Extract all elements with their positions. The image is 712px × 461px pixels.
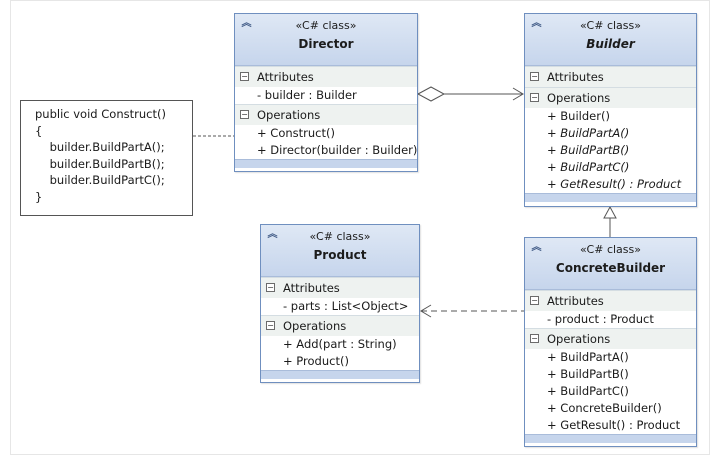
section-label: Operations: [547, 332, 611, 346]
attributes-section-header[interactable]: − Attributes: [235, 66, 417, 87]
product-class[interactable]: ︽ «C# class» Product − Attributes - part…: [260, 224, 420, 383]
abstract-operation-member: + BuildPartB(): [525, 142, 696, 159]
section-label: Attributes: [547, 70, 604, 84]
class-header[interactable]: ︽ «C# class» Builder: [525, 14, 696, 66]
double-chevron-up-icon[interactable]: ︽: [241, 18, 252, 29]
abstract-operation-member: + BuildPartC(): [525, 159, 696, 176]
attribute-member: - parts : List<Object>: [261, 298, 419, 315]
minus-box-icon[interactable]: −: [266, 321, 275, 330]
class-stereotype: «C# class»: [295, 19, 357, 32]
builder-class[interactable]: ︽ «C# class» Builder − Attributes − Oper…: [524, 13, 697, 207]
note-line: public void Construct(): [35, 107, 166, 121]
operation-member: + BuildPartB(): [525, 366, 696, 383]
note-line: }: [35, 189, 43, 204]
attributes-section-header[interactable]: − Attributes: [525, 66, 696, 87]
operation-member: + Add(part : String): [261, 336, 419, 353]
minus-box-icon[interactable]: −: [530, 93, 539, 102]
class-name: Builder: [586, 37, 635, 51]
section-label: Attributes: [547, 294, 604, 308]
class-footer: [235, 159, 417, 168]
abstract-operation-member: + GetResult() : Product: [525, 176, 696, 193]
attributes-section-header[interactable]: − Attributes: [525, 290, 696, 311]
operations-section-header[interactable]: − Operations: [261, 315, 419, 336]
attribute-member: - builder : Builder: [235, 87, 417, 104]
class-name: Product: [313, 248, 367, 262]
operation-member: + BuildPartA(): [525, 349, 696, 366]
note-line: builder.BuildPartC();: [35, 173, 165, 187]
minus-box-icon[interactable]: −: [530, 334, 539, 343]
minus-box-icon[interactable]: −: [266, 283, 275, 292]
operation-member: + Product(): [261, 353, 419, 370]
class-header[interactable]: ︽ «C# class» ConcreteBuilder: [525, 238, 696, 290]
section-label: Operations: [283, 319, 347, 333]
operations-section-header[interactable]: − Operations: [235, 104, 417, 125]
operations-section-header[interactable]: − Operations: [525, 328, 696, 349]
operations-section-header[interactable]: − Operations: [525, 87, 696, 108]
class-name: ConcreteBuilder: [555, 261, 666, 275]
note-line: builder.BuildPartA();: [35, 140, 165, 154]
double-chevron-up-icon[interactable]: ︽: [531, 242, 542, 253]
concrete-builder-class[interactable]: ︽ «C# class» ConcreteBuilder − Attribute…: [524, 237, 697, 447]
class-footer: [525, 193, 696, 202]
abstract-operation-member: + BuildPartA(): [525, 125, 696, 142]
construct-code-note: public void Construct() { builder.BuildP…: [20, 100, 193, 216]
operation-member: + GetResult() : Product: [525, 417, 696, 434]
class-header[interactable]: ︽ «C# class» Product: [261, 225, 419, 277]
class-stereotype: «C# class»: [309, 230, 371, 243]
minus-box-icon[interactable]: −: [530, 296, 539, 305]
class-footer: [525, 434, 696, 443]
section-label: Operations: [257, 108, 321, 122]
operation-member: + BuildPartC(): [525, 383, 696, 400]
director-class[interactable]: ︽ «C# class» Director − Attributes - bui…: [234, 13, 418, 172]
attribute-member: - product : Product: [525, 311, 696, 328]
class-header[interactable]: ︽ «C# class» Director: [235, 14, 417, 66]
note-line: {: [35, 123, 43, 138]
class-footer: [261, 370, 419, 379]
operation-member: + Director(builder : Builder): [235, 142, 417, 159]
section-label: Attributes: [257, 70, 314, 84]
attributes-section-header[interactable]: − Attributes: [261, 277, 419, 298]
operation-member: + Construct(): [235, 125, 417, 142]
operation-member: + Builder(): [525, 108, 696, 125]
minus-box-icon[interactable]: −: [240, 110, 249, 119]
double-chevron-up-icon[interactable]: ︽: [267, 229, 278, 240]
class-name: Director: [298, 37, 354, 51]
section-label: Attributes: [283, 281, 340, 295]
double-chevron-up-icon[interactable]: ︽: [531, 18, 542, 29]
operation-member: + ConcreteBuilder(): [525, 400, 696, 417]
minus-box-icon[interactable]: −: [530, 72, 539, 81]
section-label: Operations: [547, 91, 611, 105]
note-line: builder.BuildPartB();: [35, 156, 165, 171]
class-stereotype: «C# class»: [580, 243, 641, 256]
class-stereotype: «C# class»: [580, 19, 641, 32]
minus-box-icon[interactable]: −: [240, 72, 249, 81]
